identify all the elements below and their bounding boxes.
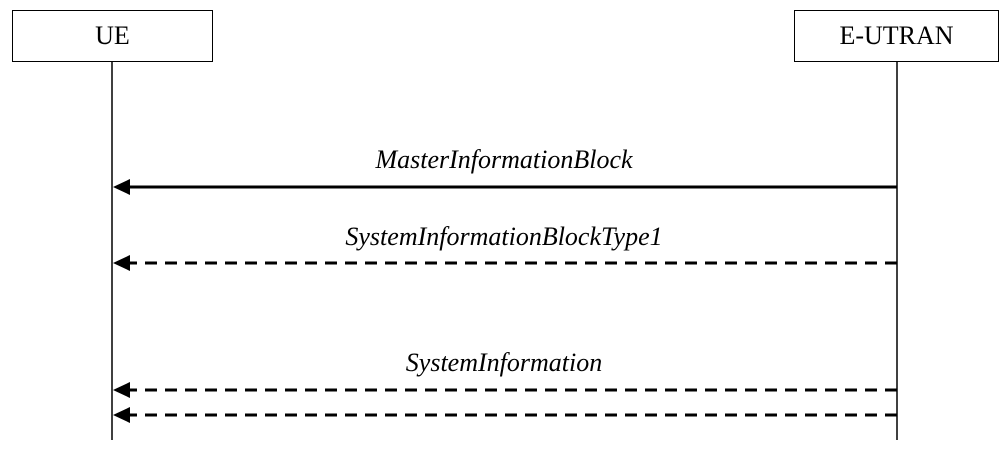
- master-information-block-label: MasterInformationBlock: [374, 145, 633, 174]
- master-information-block-arrowhead: [113, 179, 130, 195]
- ue-entity-label: UE: [95, 21, 130, 50]
- system-information-repeat-arrowhead: [113, 407, 130, 423]
- ue-entity-box: UE: [12, 10, 213, 62]
- eutran-entity-box: E-UTRAN: [794, 10, 999, 62]
- system-information-block-type1-arrowhead: [113, 255, 130, 271]
- eutran-entity-label: E-UTRAN: [839, 21, 954, 50]
- system-information-block-type1-label: SystemInformationBlockType1: [345, 222, 662, 251]
- system-information-arrowhead: [113, 382, 130, 398]
- system-information-label: SystemInformation: [406, 348, 602, 377]
